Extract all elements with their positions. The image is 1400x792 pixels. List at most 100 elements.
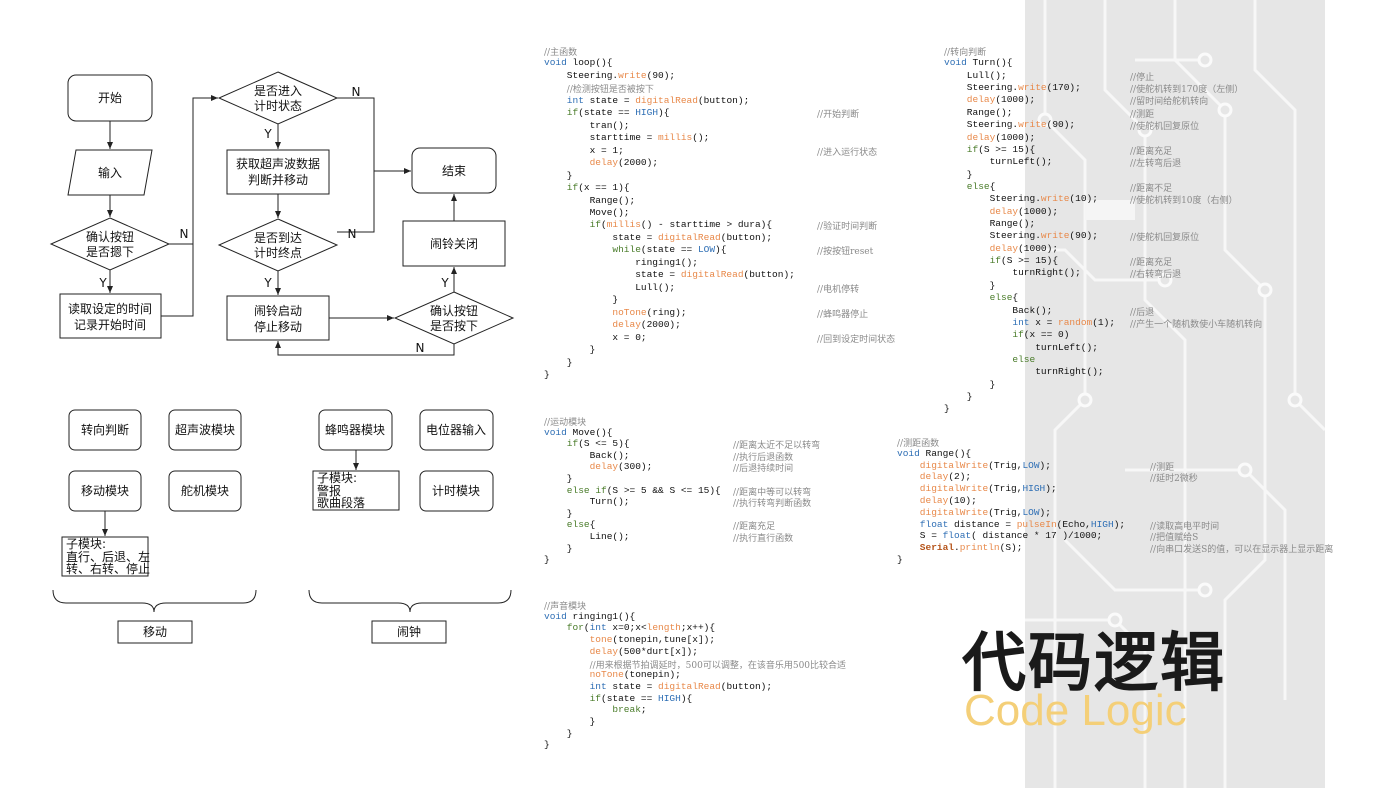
yes-label: Y (263, 276, 272, 290)
code-line: } (966, 391, 973, 403)
module-buzzer (318, 409, 393, 451)
code-line: delay(1000); (989, 242, 1059, 254)
code-line: digitalWrite(Trig,LOW); (919, 506, 1051, 518)
confirm2-label: 是否按下 (430, 319, 478, 333)
code-line: if(millis() - starttime > dura){ (589, 219, 773, 231)
end-label: 结束 (442, 164, 466, 178)
code-line: if(S <= 5){ (566, 438, 630, 450)
code-line: void Move(){ (544, 426, 613, 438)
code-comment: //执行转弯判断函数 (733, 499, 812, 510)
code-line: turnLeft(); (1035, 341, 1098, 353)
code-line: Steering.write(90); (989, 230, 1098, 242)
module-potentiometer-label: 电位器输入 (426, 422, 486, 437)
module-servo (168, 470, 242, 512)
read-time-node (59, 293, 162, 339)
in-timing-label: 计时状态 (254, 99, 302, 113)
time-end-label: 计时终点 (254, 245, 302, 260)
code-line: Range(); (966, 106, 1013, 118)
code-line: Range(); (989, 218, 1036, 230)
code-line: delay(500*durt[x]); (589, 645, 698, 657)
code-line: } (566, 473, 573, 484)
code-line: else{ (566, 519, 596, 531)
move-submodule (61, 536, 149, 577)
end-node (411, 147, 497, 194)
group-alarm-label: 闹钟 (397, 624, 421, 639)
code-line: tone(tonepin,tune[x]); (589, 634, 716, 646)
code-line: } (897, 554, 903, 565)
code-line: state = digitalRead(button); (612, 231, 773, 243)
code-line: Turn(); (589, 496, 630, 508)
code-header-comment: //声音模块 (544, 602, 587, 612)
code-line: Lull(); (966, 69, 1007, 81)
code-line: } (566, 169, 573, 181)
code-line: int state = digitalRead(button); (589, 680, 773, 692)
title-chinese: 代码逻辑 (962, 627, 1226, 701)
buzzer-sub-label: 子模块: (317, 471, 357, 485)
module-timer-label: 计时模块 (432, 484, 480, 498)
code-line: state = digitalRead(button); (635, 269, 795, 281)
input-label: 输入 (98, 165, 122, 180)
code-comment: //使舵机回复原位 (1130, 233, 1200, 244)
code-comment: //使舵机转到10度（右侧） (1130, 196, 1238, 207)
module-timer (419, 470, 494, 512)
yes-label: Y (263, 127, 272, 141)
code-line: if(state == HIGH){ (566, 107, 670, 119)
module-move-label: 移动模块 (81, 484, 129, 498)
code-line: noTone(tonepin); (589, 669, 681, 681)
code-header-comment: //转向判断 (944, 48, 987, 58)
get-data-label: 获取超声波数据 (236, 156, 320, 171)
code-line: for(int x=0;x<length;x++){ (566, 622, 716, 634)
code-comment: //开始判断 (817, 110, 860, 121)
move-sub-label: 直行、后退、左 (66, 549, 150, 564)
code-line: else (1012, 354, 1036, 365)
circuit-pattern (1025, 0, 1327, 788)
code-line: } (566, 507, 573, 519)
code-line: } (589, 344, 596, 356)
circuit-background (1025, 0, 1327, 788)
code-line: S = float( distance * 17 )/1000; (919, 530, 1103, 542)
code-line: delay(2000); (589, 157, 659, 169)
code-comment: //向串口发送S的值，可以在显示器上显示距离 (1150, 545, 1334, 556)
confirm1-label: 确认按钮 (86, 229, 134, 244)
code-comment: //距离中等可以转弯 (733, 487, 812, 498)
code-line: delay(2); (919, 471, 972, 483)
code-comment: //把值赋给S (1150, 533, 1199, 544)
code-line: delay(1000); (966, 94, 1036, 106)
code-comment: //停止 (1130, 72, 1155, 83)
code-line: int state = digitalRead(button); (566, 94, 750, 106)
code-line: delay(10); (919, 495, 977, 506)
code-line: turnLeft(); (989, 156, 1053, 168)
time-end-decision (217, 218, 339, 272)
code-line: void loop(){ (544, 57, 613, 69)
code-line: void ringing1(){ (544, 610, 636, 622)
group-move-label-box (117, 620, 193, 644)
group-alarm-label-box (371, 620, 447, 644)
code-line: } (566, 542, 573, 554)
code-comment: //产生一个随机数使小车随机转向 (1130, 319, 1263, 330)
code-line: delay(2000); (612, 319, 681, 331)
code-line: break; (612, 704, 647, 716)
code-line: Move(); (589, 206, 630, 218)
code-line: Range(); (589, 194, 636, 206)
code-comment: //距离充足 (733, 522, 776, 533)
get-data-label: 判断并移动 (248, 172, 308, 187)
code-comment: //按按钮reset (817, 247, 874, 258)
code-line: void Turn(){ (944, 57, 1013, 69)
no-label: N (348, 227, 357, 241)
module-ultrasonic (168, 409, 242, 451)
code-line: } (966, 168, 973, 180)
code-line: else{ (966, 180, 996, 192)
start-label: 开始 (98, 91, 122, 105)
code-line: if(state == HIGH){ (589, 692, 693, 704)
code-line: int x = random(1); (1012, 316, 1116, 328)
code-line: } (589, 716, 596, 727)
code-comment: //左转弯后退 (1130, 159, 1182, 170)
code-line: turnRight(); (1012, 267, 1081, 279)
module-buzzer-label: 蜂鸣器模块 (325, 422, 385, 437)
code-header-comment: //主函数 (544, 48, 578, 58)
yes-label: Y (98, 276, 107, 290)
code-line: Steering.write(10); (989, 193, 1098, 205)
alarm-off-node (402, 220, 506, 267)
code-comment: //蜂鸣器停止 (817, 309, 869, 320)
module-servo-label: 舵机模块 (181, 483, 229, 498)
